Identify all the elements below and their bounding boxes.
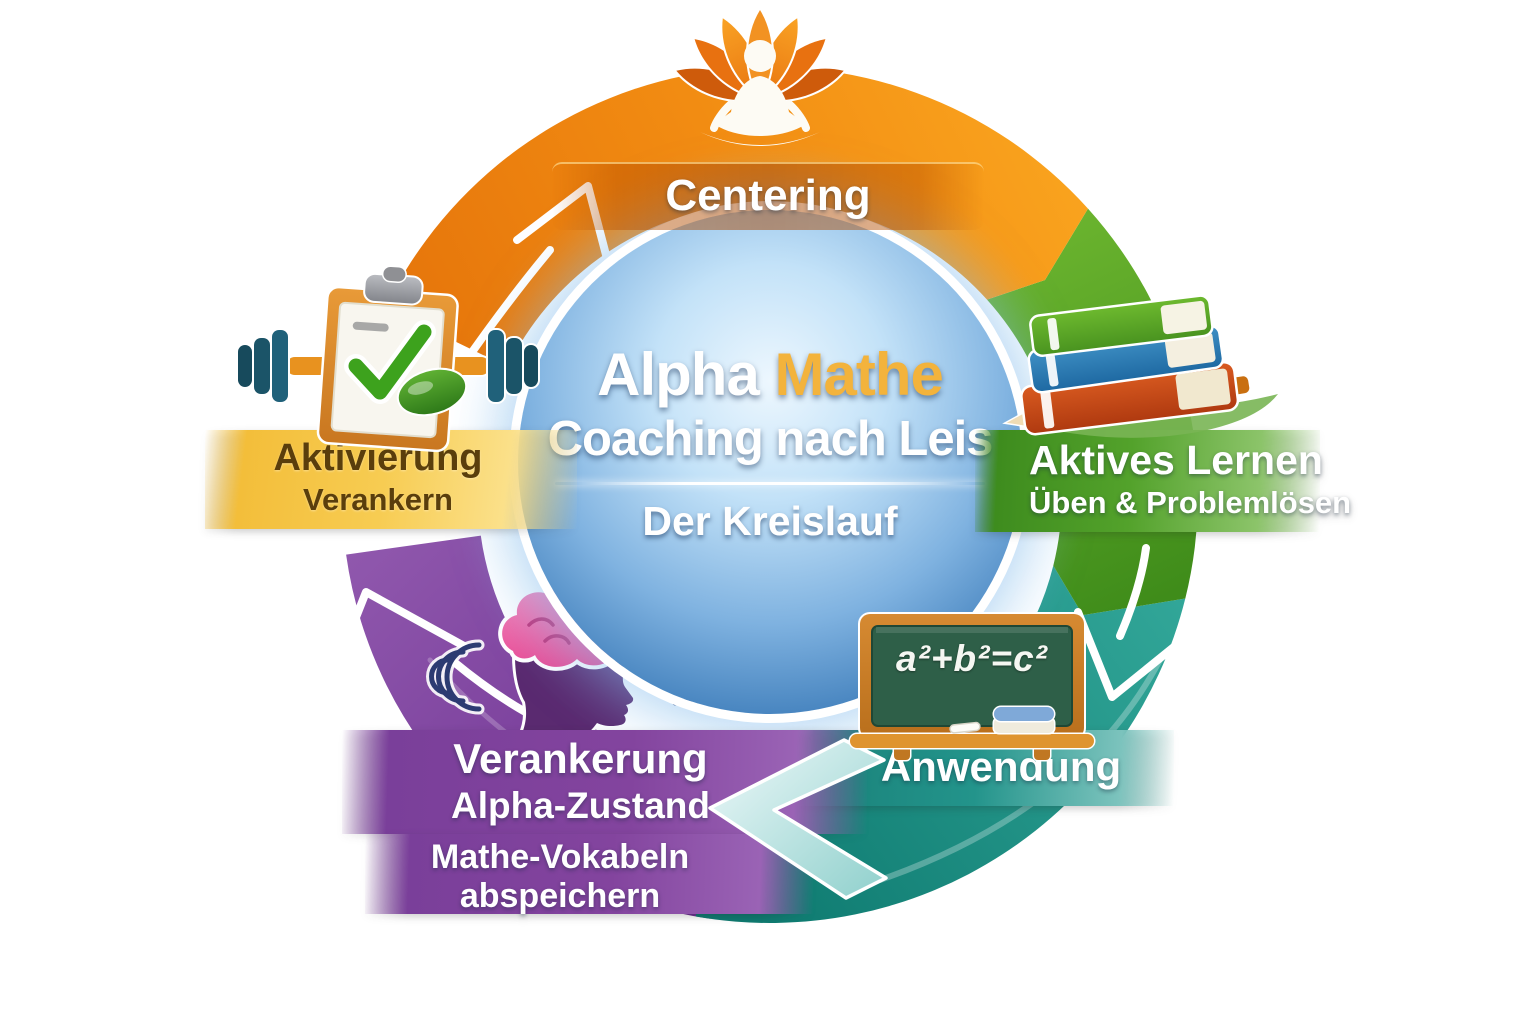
sound-waves-left-icon <box>426 639 485 715</box>
aktivierung-sublabel: Verankern <box>303 482 453 517</box>
aktives-lernen-label: Aktives Lernen <box>1029 437 1323 483</box>
centering-label: Centering <box>665 171 871 220</box>
lotus-meditation-icon <box>674 8 846 146</box>
diagram-title: Alpha Mathe <box>512 342 1028 408</box>
green-checkmark-icon <box>344 320 436 404</box>
ring-segment-centering <box>385 67 1088 368</box>
chalk-icon <box>949 721 981 734</box>
title-part-alpha: Alpha <box>597 341 760 408</box>
meditating-person <box>700 40 820 146</box>
centering-label-strip <box>552 162 984 230</box>
teal-chevron-arrow <box>708 738 888 900</box>
flow-arrow-teal <box>1074 544 1184 701</box>
verankerung-note-line2: abspeichern <box>459 877 661 915</box>
verankerung-sublabel: Alpha-Zustand <box>451 785 710 826</box>
book-blue <box>1027 324 1225 394</box>
verankerung-note-banner: Mathe-Vokabeln abspeichern <box>365 834 813 915</box>
clipboard-board <box>316 265 459 453</box>
diagram-subtitle: Coaching nach Leis <box>547 412 994 466</box>
verankerung-label: Verankerung <box>453 735 708 782</box>
chalkboard-icon <box>848 612 1096 762</box>
title-divider <box>555 482 985 485</box>
verankerung-note-line1: Mathe-Vokabeln <box>430 838 690 876</box>
chalk-tray <box>848 732 1096 750</box>
book-red <box>1020 361 1240 436</box>
green-bean-icon <box>396 367 468 417</box>
center-title-block: Alpha Mathe Coaching nach Leis Der Kreis… <box>512 342 1028 545</box>
books-stack-icon <box>1002 294 1278 438</box>
chalkboard-formula: a²+b²=c² <box>896 638 1048 679</box>
aktives-lernen-banner: Aktives Lernen Üben & Problemlösen <box>975 430 1352 532</box>
clipboard-checklist-icon <box>236 265 540 453</box>
aktives-lernen-sublabel: Üben & Problemlösen <box>1029 485 1352 520</box>
eraser-icon <box>992 705 1056 735</box>
diagram-caption: Der Kreislauf <box>642 498 898 544</box>
book-green <box>1029 294 1214 358</box>
paper-text-line <box>352 321 389 332</box>
anwendung-label: Anwendung <box>880 743 1122 790</box>
title-part-mathe: Mathe <box>774 341 943 408</box>
